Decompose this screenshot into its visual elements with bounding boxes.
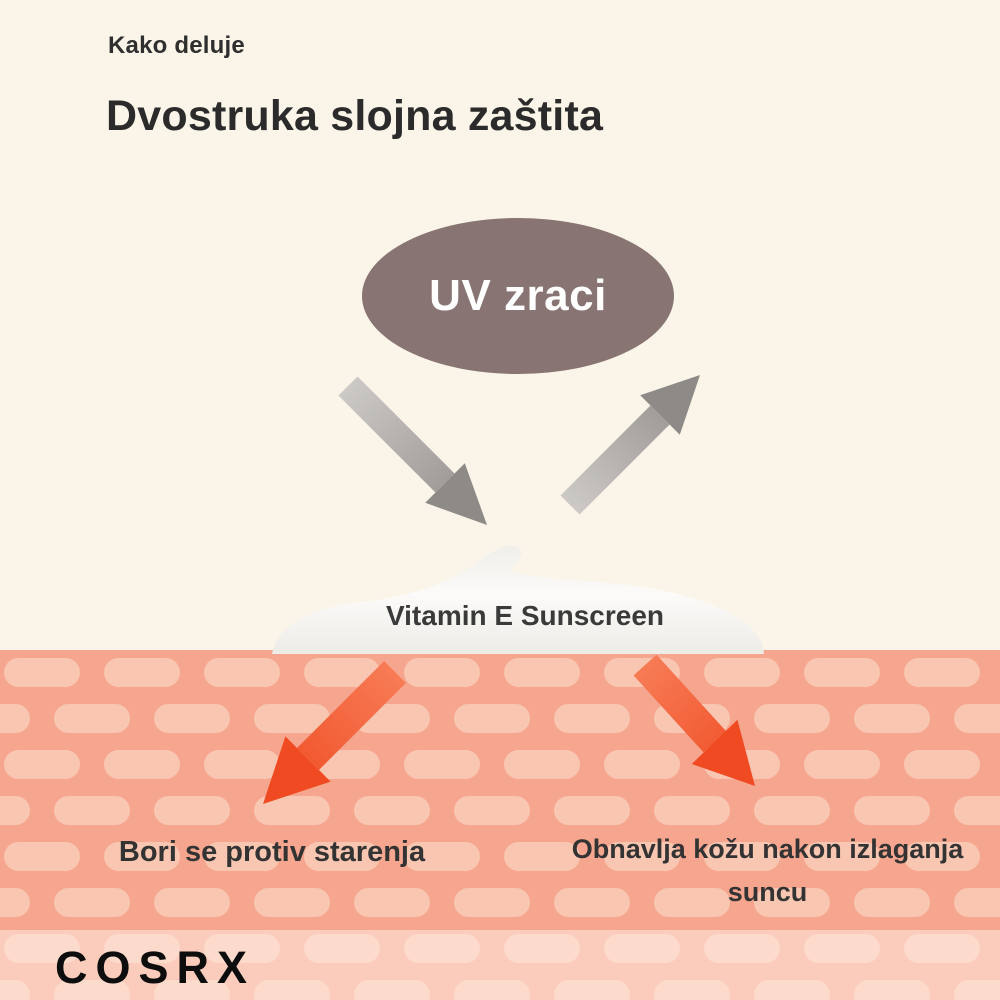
skin-cell-pattern [0,650,1000,1000]
uv-incoming-arrow-icon [338,376,487,525]
uv-rays-label: UV zraci [429,271,607,320]
page-title: Dvostruka slojna zaštita [106,92,604,140]
uv-reflected-arrow-icon [560,375,700,515]
skin-layer [0,650,1000,1000]
cosrx-logo: COSRX [55,942,256,993]
benefit-right-label: Obnavlja kožu nakon izlaganja suncu [571,834,964,908]
section-eyebrow: Kako deluje [108,32,245,59]
benefit-left-label: Bori se protiv starenja [118,836,426,868]
uv-rays-bubble: UV zraci [362,218,674,374]
sunscreen-label: Vitamin E Sunscreen [385,600,665,631]
